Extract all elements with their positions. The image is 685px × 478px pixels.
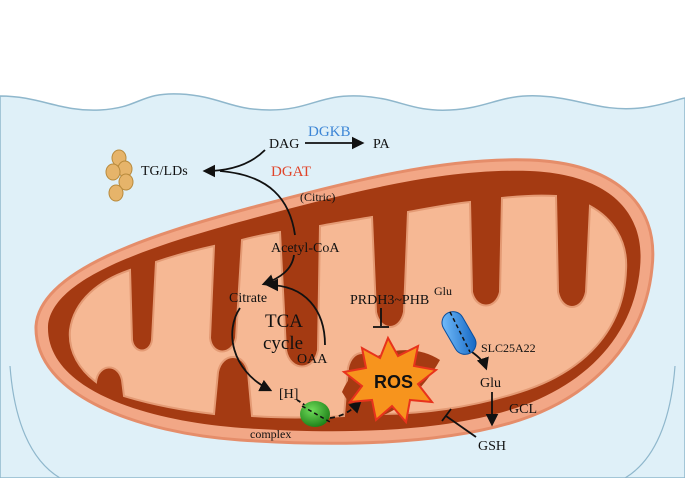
slc25a22-transporter-icon [441,311,477,355]
label-citric: (Citric) [300,190,335,204]
label-gcl: GCL [509,402,537,417]
label-h: [H] [279,387,298,402]
arrow-transporter-glu [471,351,489,371]
label-glu-top: Glu [434,284,452,298]
lipid-droplets-icon [105,149,134,202]
complex-dash [301,405,331,423]
label-ros: ROS [374,372,413,392]
label-pa: PA [373,137,391,152]
label-slc25a22: SLC25A22 [481,341,536,355]
label-citrate: Citrate [229,291,267,306]
inhibit-gsh-ros-bar [441,408,452,422]
label-gsh: GSH [478,439,506,454]
label-dag: DAG [269,137,299,152]
tca-arc-left [231,307,273,392]
arrow-dag-tg [202,149,266,178]
cell-inner-outline [9,365,676,478]
label-complex: complex [250,427,291,441]
label-acetyl-coa: Acetyl-CoA [271,241,340,256]
arrow-h-complex [296,399,313,415]
label-prdh3-phb: PRDH3~PHB [350,293,429,308]
label-dgat: DGAT [271,164,311,180]
arrow-complex-ros [329,400,362,419]
inhibit-gsh-ros [445,415,477,438]
transporter-dash [449,311,471,353]
label-tg-lds: TG/LDs [141,164,188,179]
tca-arc-right [265,278,326,346]
label-cycle: cycle [263,333,303,354]
label-dgkb: DGKB [308,124,351,140]
arrow-acetyl-dgat [219,170,296,236]
label-tca: TCA [265,311,303,332]
label-glu: Glu [480,376,501,391]
label-oaa: OAA [297,352,328,367]
ros-star-icon [341,335,439,425]
